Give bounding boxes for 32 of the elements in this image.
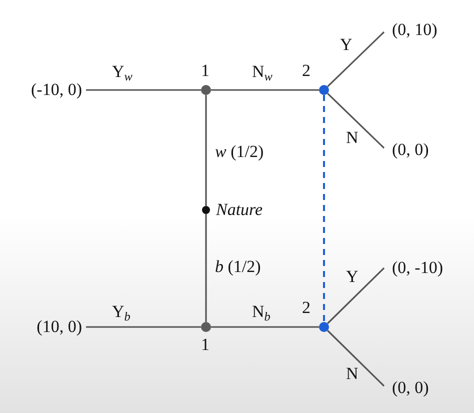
edge-label: Y — [340, 35, 352, 55]
branch-line — [327, 92, 385, 149]
edge-label: b (1/2) — [215, 257, 261, 277]
branch-line — [86, 326, 201, 328]
branch-line — [327, 330, 385, 387]
edge-label: Y$_{b}$ — [112, 302, 130, 326]
edge-label: Y$_{w}$ — [112, 62, 132, 86]
branch-line — [86, 89, 201, 91]
payoff-label: (10, 0) — [12, 317, 82, 337]
player-number: 1 — [201, 335, 210, 355]
edge-label: Y — [346, 267, 358, 287]
player-number: 1 — [201, 61, 210, 81]
payoff-label: (0, 10) — [392, 20, 438, 40]
edge-label: N — [346, 364, 358, 384]
branch-line — [205, 214, 207, 322]
branch-line — [205, 95, 207, 206]
payoff-label: (0, -10) — [392, 258, 443, 278]
player-number: 2 — [302, 61, 310, 81]
dashed-line — [323, 95, 325, 322]
payoff-label: (-10, 0) — [12, 80, 82, 100]
edge-label: N$_{b}$ — [252, 302, 270, 326]
branch-line — [211, 326, 319, 328]
branch-line — [211, 89, 319, 91]
branch-line — [327, 267, 385, 324]
node-label: Nature — [216, 200, 263, 220]
branch-line — [327, 31, 385, 88]
payoff-label: (0, 0) — [392, 378, 429, 398]
player-number: 2 — [302, 298, 310, 318]
edge-label: N — [346, 128, 358, 148]
edge-label: w (1/2) — [215, 142, 264, 162]
payoff-label: (0, 0) — [392, 140, 429, 160]
edge-label: N$_{w}$ — [252, 62, 272, 86]
